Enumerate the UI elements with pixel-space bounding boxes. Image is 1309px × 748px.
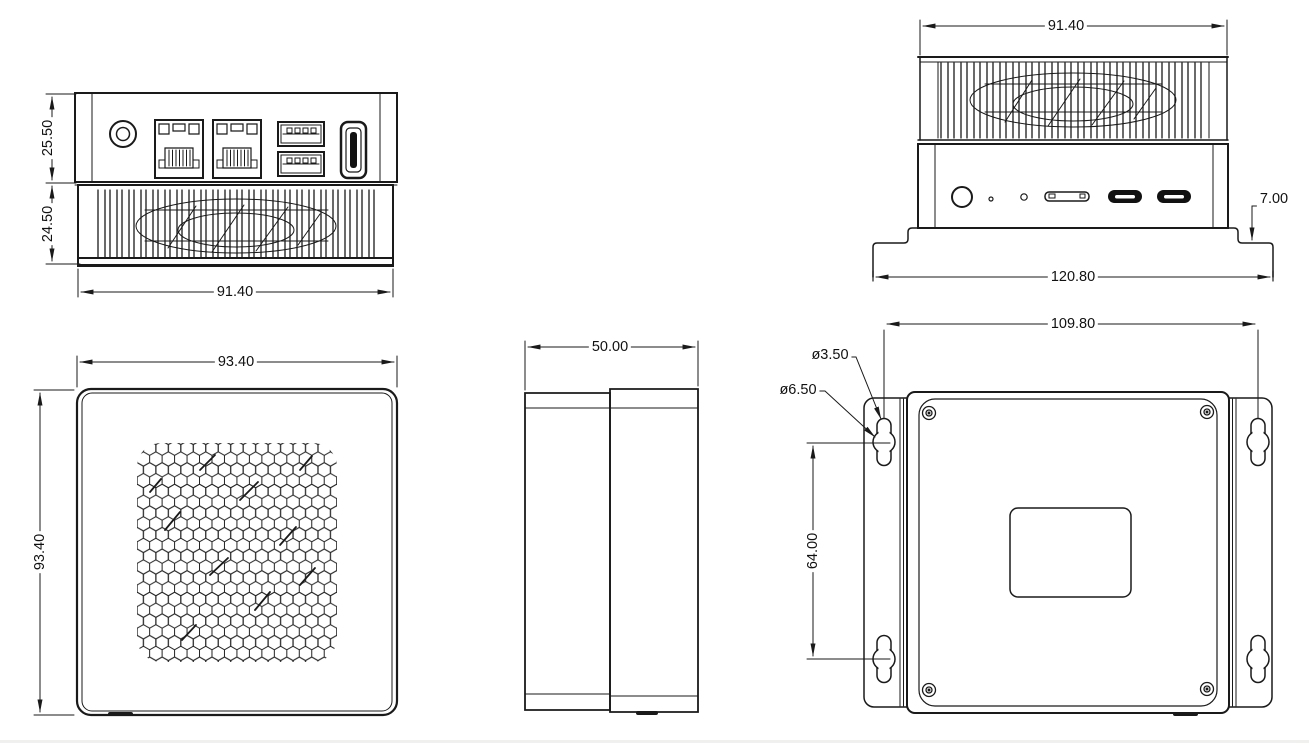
dim-front-foot-height: 7.00 (1256, 190, 1292, 208)
fan-silhouette (970, 73, 1176, 127)
usb-a-port-1 (278, 122, 324, 146)
sd-card-slot (1045, 192, 1089, 201)
dim-rear-width: 91.40 (213, 283, 257, 301)
reset-pinhole (989, 197, 993, 201)
rear-case-outline (75, 93, 397, 182)
keyhole-slot-bottom-right (1247, 636, 1269, 683)
dim-bottom-hole-span-v: 64.00 (804, 529, 822, 573)
dim-bottom-keyhole-dia: ø6.50 (776, 381, 820, 399)
side-lid-outline (525, 393, 610, 710)
top-view (34, 356, 397, 715)
led-indicator-hole (1021, 194, 1027, 200)
hex-vent-grille (137, 443, 337, 662)
screw (923, 407, 936, 420)
usb-c-port-1 (1108, 190, 1142, 203)
side-body-outline (610, 389, 698, 712)
hdmi-port (341, 122, 366, 178)
mounting-bracket (873, 228, 1273, 281)
top-case-inner-line (82, 393, 392, 711)
dim-side-width: 50.00 (588, 338, 632, 356)
fan-silhouette (136, 199, 336, 253)
screw (923, 684, 936, 697)
dim-rear-upper-height: 25.50 (39, 116, 57, 160)
ethernet-port-1 (155, 120, 203, 178)
front-body-outline (918, 144, 1228, 228)
bottom-view (807, 321, 1272, 714)
label-recess (1010, 508, 1131, 597)
dim-front-top-width: 91.40 (1044, 17, 1088, 35)
cover-screws (923, 406, 1214, 697)
rear-heatsink-fins (78, 185, 393, 266)
dim-top-depth: 93.40 (31, 530, 49, 574)
screw (1201, 406, 1214, 419)
dim-bottom-screw-hole-dia: ø3.50 (808, 346, 852, 364)
usb-a-port-2 (278, 152, 324, 176)
rear-base-strip (78, 258, 393, 266)
audio-jack-port (110, 121, 136, 147)
keyhole-slot-top-right (1247, 419, 1269, 466)
front-heatsink-fins (918, 57, 1228, 140)
rear-view (46, 93, 397, 297)
vent-fan-blade-marks (150, 455, 315, 640)
keyhole-slot-top-left (873, 419, 895, 466)
usb-c-port-2 (1157, 190, 1191, 203)
front-view (873, 20, 1273, 281)
bottom-cover-outline (919, 399, 1217, 706)
screw (1201, 683, 1214, 696)
dim-front-base-width: 120.80 (1047, 268, 1099, 286)
side-view (525, 341, 698, 713)
dim-top-width: 93.40 (214, 353, 258, 371)
dim-bottom-hole-span-h: 109.80 (1047, 315, 1099, 333)
bottom-case-outline (907, 392, 1229, 713)
top-case-outline (77, 389, 397, 715)
dim-rear-lower-height: 24.50 (39, 202, 57, 246)
page-bottom-rule (0, 740, 1309, 743)
power-button (952, 187, 972, 207)
ethernet-port-2 (213, 120, 261, 178)
